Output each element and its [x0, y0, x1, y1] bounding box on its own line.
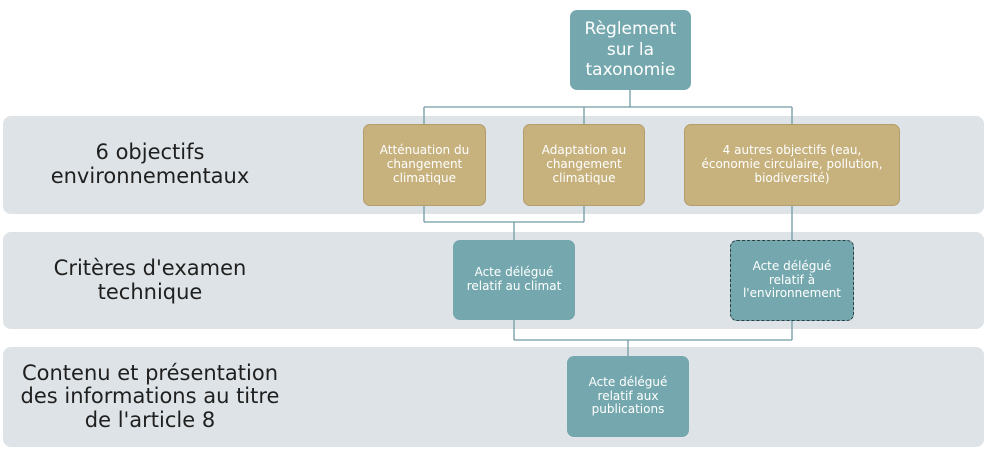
- objective-mitigation-box: Atténuation du changement climatique: [363, 124, 486, 206]
- climate-delegated-act-box: Acte délégué relatif au climat: [453, 240, 575, 320]
- row-label-technical-criteria: Critères d'examen technique: [53, 255, 247, 304]
- row-label-disclosure: Contenu et présentation des informations…: [20, 360, 280, 432]
- band-disclosure: [3, 347, 984, 447]
- disclosure-delegated-act-box: Acte délégué relatif aux publications: [567, 356, 689, 437]
- objective-adaptation-box: Adaptation au changement climatique: [523, 124, 645, 206]
- environment-delegated-act-box: Acte délégué relatif à l'environnement: [730, 240, 854, 321]
- row-label-objectives: 6 objectifs environnementaux: [50, 140, 250, 188]
- taxonomy-regulation-box: Règlement sur la taxonomie: [570, 10, 691, 90]
- objective-other-box: 4 autres objectifs (eau, économie circul…: [684, 124, 900, 206]
